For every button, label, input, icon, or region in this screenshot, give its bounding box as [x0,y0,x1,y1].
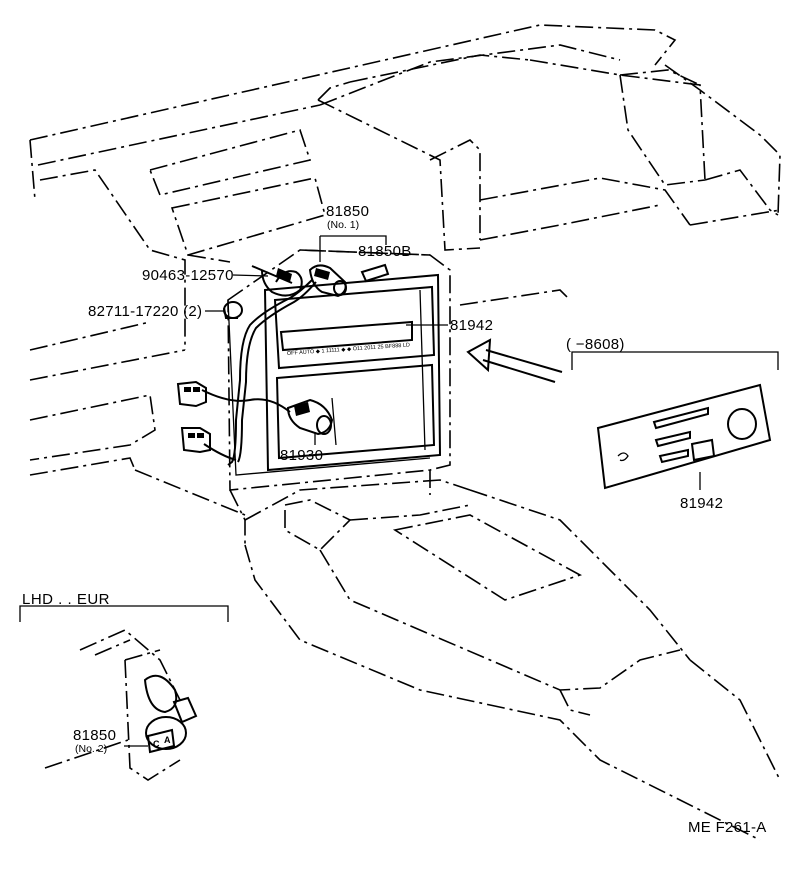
label-lhd-eur: LHD . . EUR [22,591,110,608]
label-81850-no1: 81850 [326,203,369,220]
svg-text:A: A [164,735,171,745]
label-81850-no2: 81850 [73,727,116,744]
center-console-outline [227,249,781,841]
label-variant-range: ( −8608) [566,336,625,353]
view-arrow [466,338,563,383]
label-81850-no2-sub: (No. 2) [75,743,107,755]
label-90463-12570: 90463-12570 [142,267,234,284]
label-81850B: 81850B [358,243,412,260]
connector-upper [176,380,207,408]
label-81942-main: 81942 [450,317,493,334]
label-82711-17220: 82711-17220 (2) [88,303,202,320]
inset-bracket [571,351,779,370]
label-81942-inset: 81942 [680,495,723,512]
plate-81942-inset [596,383,772,490]
svg-text:C: C [153,739,160,749]
lighter-81850-no2: C A [44,629,198,781]
clip-90463-12570 [251,265,303,297]
dashboard-outline [29,24,781,516]
lhd-inset-bracket [19,605,229,622]
socket-81930 [286,398,334,436]
label-81850-no1-sub: (No. 1) [327,219,359,231]
figure-code: ME F261-A [688,819,767,836]
leader-lines [205,235,448,446]
label-81930: 81930 [280,447,323,464]
cap-82711-17220 [223,301,243,319]
console-panel: OFF AUTO ◆ 1 11111 ◆ ◆ O11 2011 25 BF888… [227,273,442,476]
callout-labels: 81850 (No. 1) 81850B 90463-12570 82711-1… [22,203,767,836]
connector-lower [180,427,211,454]
wiring-harness [201,279,317,466]
